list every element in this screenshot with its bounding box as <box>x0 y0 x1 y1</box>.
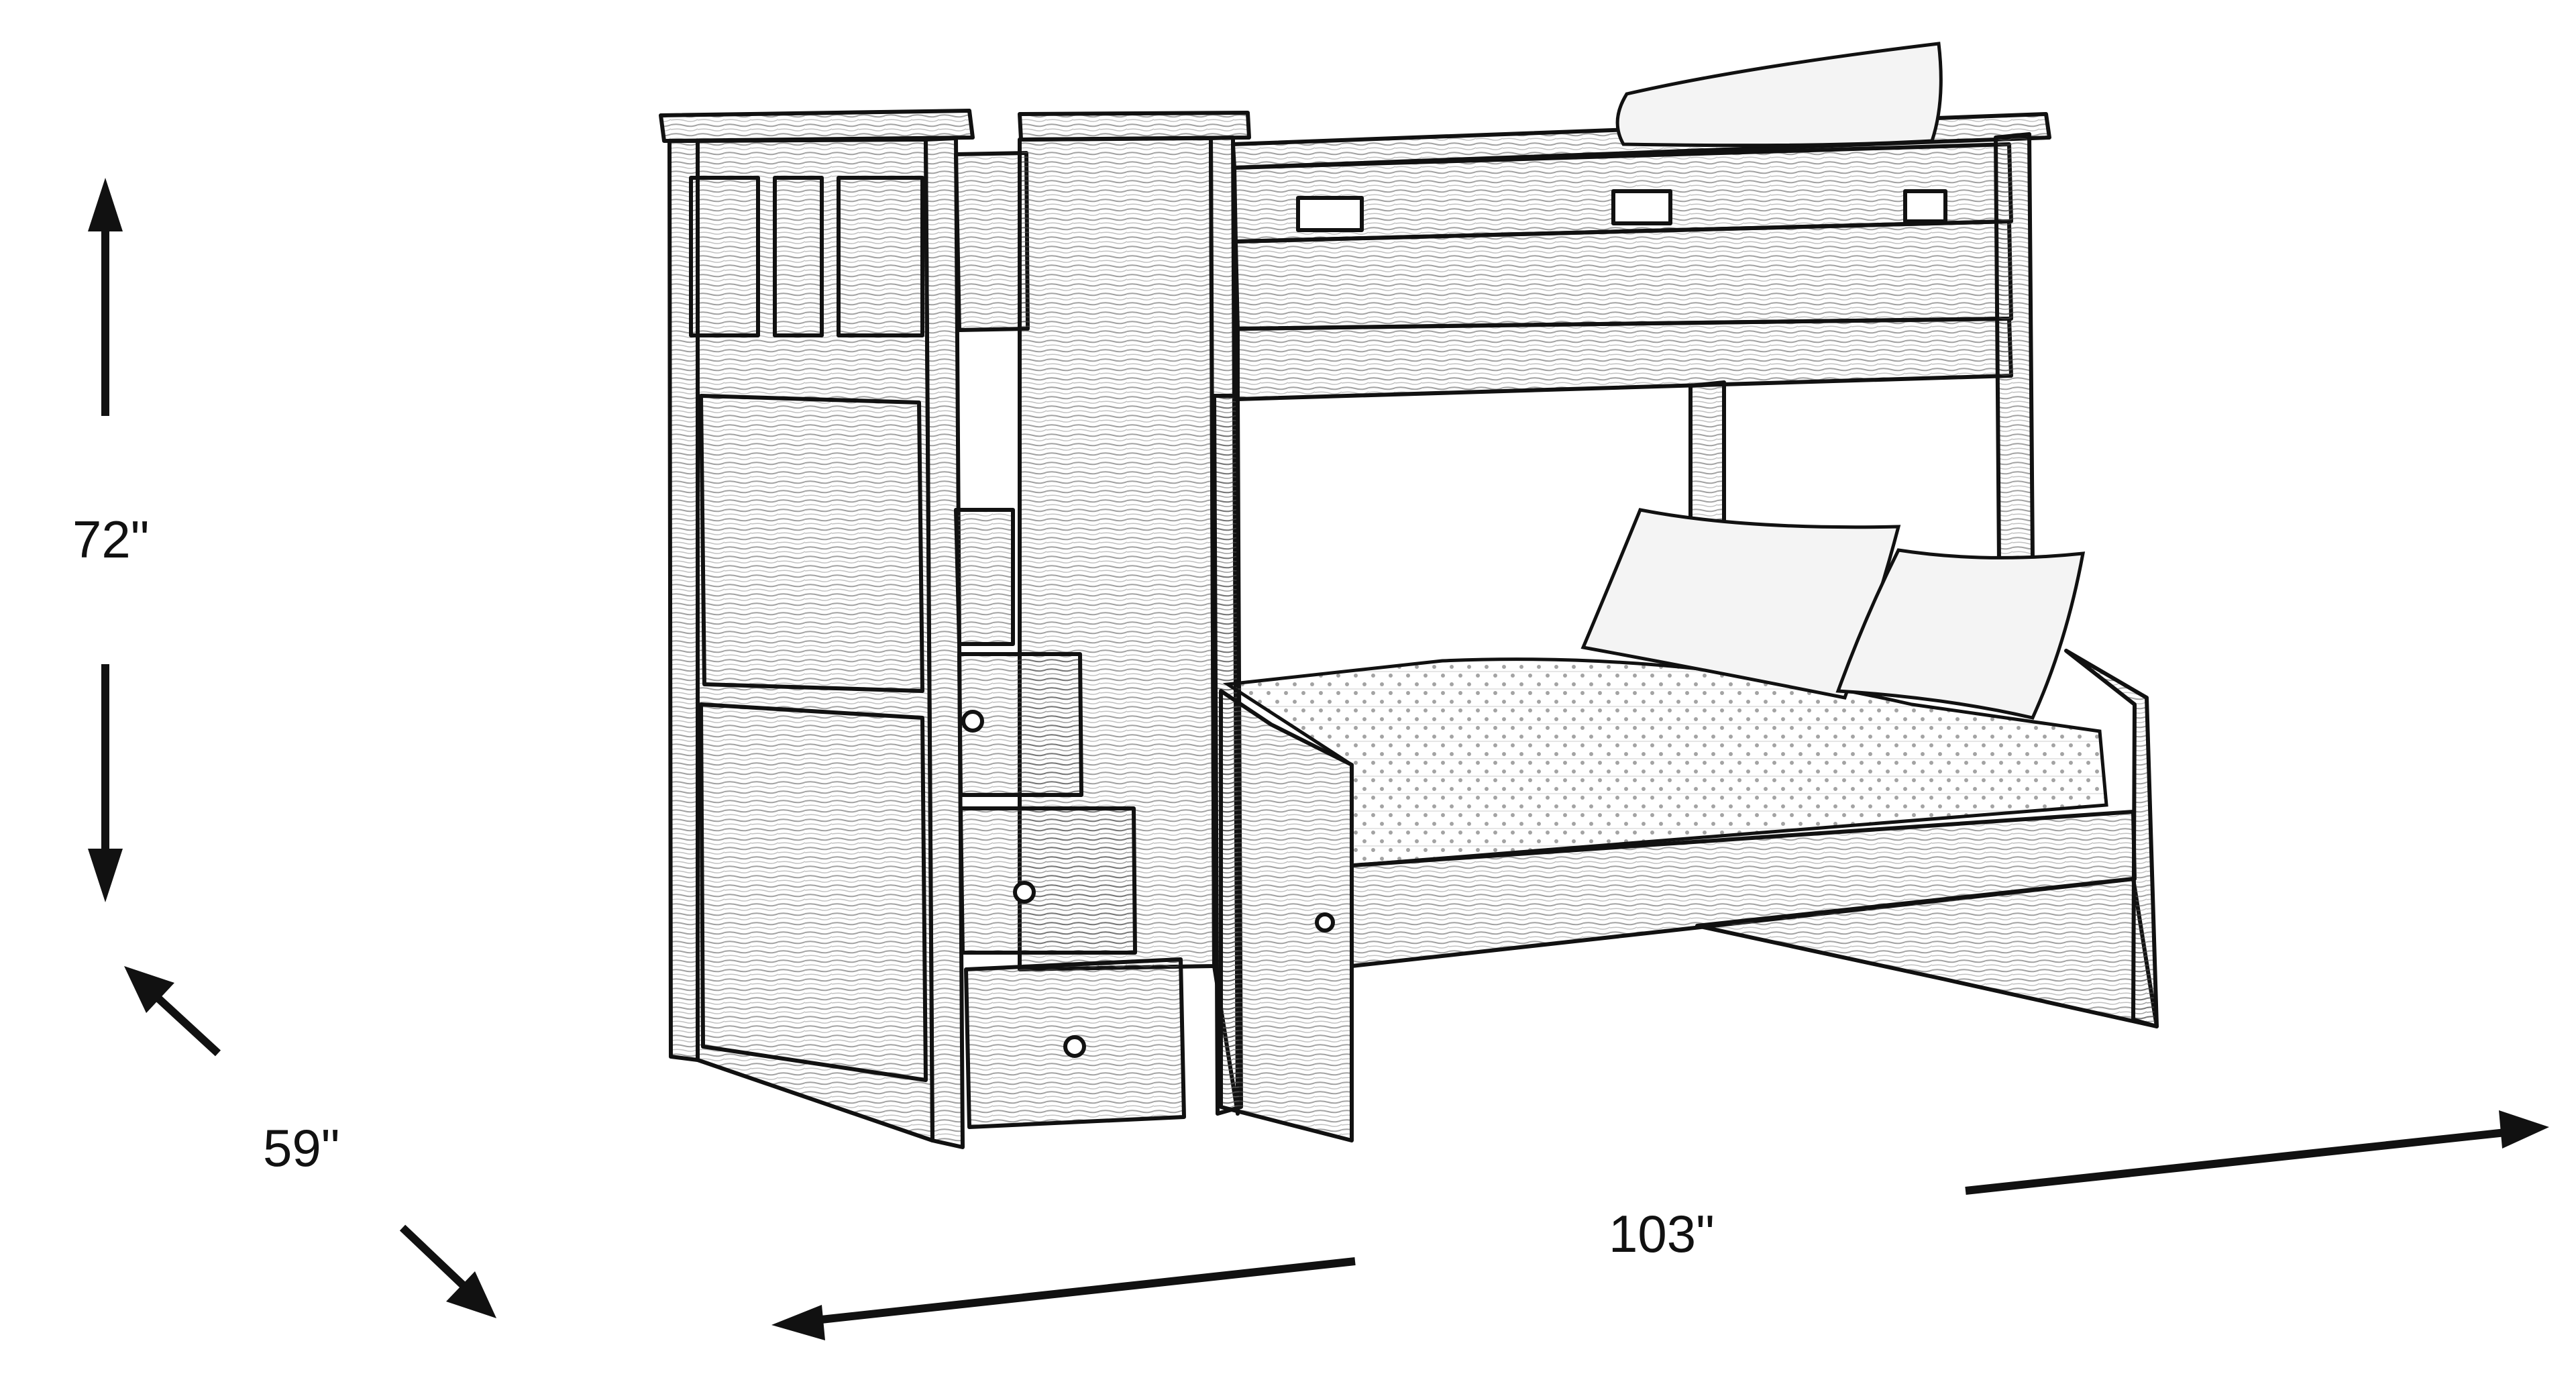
bottom-bunk-pillow-2 <box>1835 548 2086 720</box>
depth-dimension-label: 59" <box>263 1118 340 1177</box>
height-arrow-up-icon <box>88 178 123 416</box>
top-bunk-pillow <box>1615 42 1943 148</box>
width-dimension-label: 103" <box>1609 1204 1715 1263</box>
height-dimension-label: 72" <box>72 510 150 569</box>
bottom-bunk-pillow-1 <box>1580 508 1901 700</box>
stair-drawers <box>954 508 1186 1129</box>
stair-cabinet-left-post <box>659 109 975 1149</box>
depth-arrow-up-left-icon <box>124 966 221 1057</box>
footboard <box>1219 689 1354 1142</box>
width-arrow-left-icon <box>771 1257 1356 1340</box>
width-arrow-right-icon <box>1965 1110 2549 1195</box>
bottom-bunk-side-rail <box>1350 649 2159 1028</box>
bed-frame <box>659 109 2159 1149</box>
height-arrow-down-icon <box>88 664 123 902</box>
dimension-arrows <box>88 178 2549 1340</box>
pillows <box>1580 42 2086 720</box>
top-bunk-guardrail <box>1231 112 2051 401</box>
depth-arrow-down-right-icon <box>399 1224 496 1318</box>
